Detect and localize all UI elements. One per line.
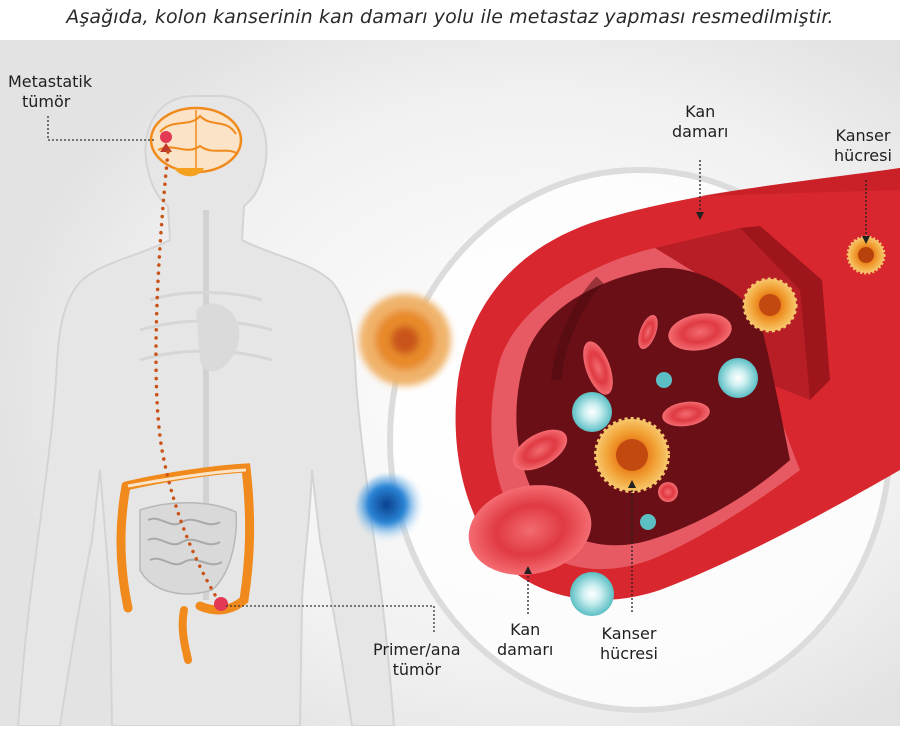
metastatic-tumor-label-line1: Metastatik bbox=[8, 72, 93, 91]
primary-tumor-dot bbox=[214, 597, 228, 611]
vessel-top-label-line2: damarı bbox=[672, 122, 729, 141]
cancer-cells bbox=[594, 235, 886, 493]
cancer-cell-bottom-label-line1: Kanser bbox=[601, 624, 657, 643]
large-red-blood-cell bbox=[468, 485, 592, 575]
blurred-cancer-cell bbox=[359, 294, 451, 386]
primary-leader-line bbox=[226, 605, 435, 632]
primary-tumor-label: Primer/ana tümör bbox=[373, 640, 461, 680]
cancer-cell-bottom-label: Kanser hücresi bbox=[600, 624, 658, 664]
vessel-top-label-line1: Kan bbox=[685, 102, 716, 121]
human-body bbox=[16, 95, 396, 727]
page-title: Aşağıda, kolon kanserinin kan damarı yol… bbox=[66, 6, 834, 28]
brain bbox=[149, 106, 243, 177]
cancer-cell-top-label: Kanser hücresi bbox=[834, 126, 892, 166]
metastatic-tumor-dot bbox=[160, 131, 172, 143]
metastatic-tumor-label: Metastatik tümör bbox=[8, 72, 92, 112]
vessel-top-label: Kan damarı bbox=[672, 102, 728, 142]
cancer-cell-bottom-label-line2: hücresi bbox=[600, 644, 658, 663]
red-blood-cells bbox=[468, 313, 732, 575]
cancer-cell-top-label-line1: Kanser bbox=[835, 126, 891, 145]
blurred-blue-cell bbox=[356, 474, 424, 542]
metastasis-path bbox=[154, 150, 220, 602]
metastatic-tumor-label-line2: tümör bbox=[22, 92, 71, 111]
primary-tumor-label-line2: tümör bbox=[392, 660, 441, 679]
vessel-bottom-label-line1: Kan bbox=[510, 620, 541, 639]
white-blood-cells bbox=[570, 358, 758, 616]
vessel-bottom-label-line2: damarı bbox=[497, 640, 554, 659]
vessel-bottom-label: Kan damarı bbox=[497, 620, 553, 660]
primary-tumor-label-line1: Primer/ana bbox=[373, 640, 461, 659]
metastatic-leader-line bbox=[47, 116, 156, 141]
cancer-cell-top-label-line2: hücresi bbox=[834, 146, 892, 165]
arrowhead-icon bbox=[160, 143, 172, 152]
right-leader-lines bbox=[527, 160, 867, 614]
leader-arrowheads bbox=[524, 212, 870, 574]
intestines bbox=[116, 463, 255, 664]
